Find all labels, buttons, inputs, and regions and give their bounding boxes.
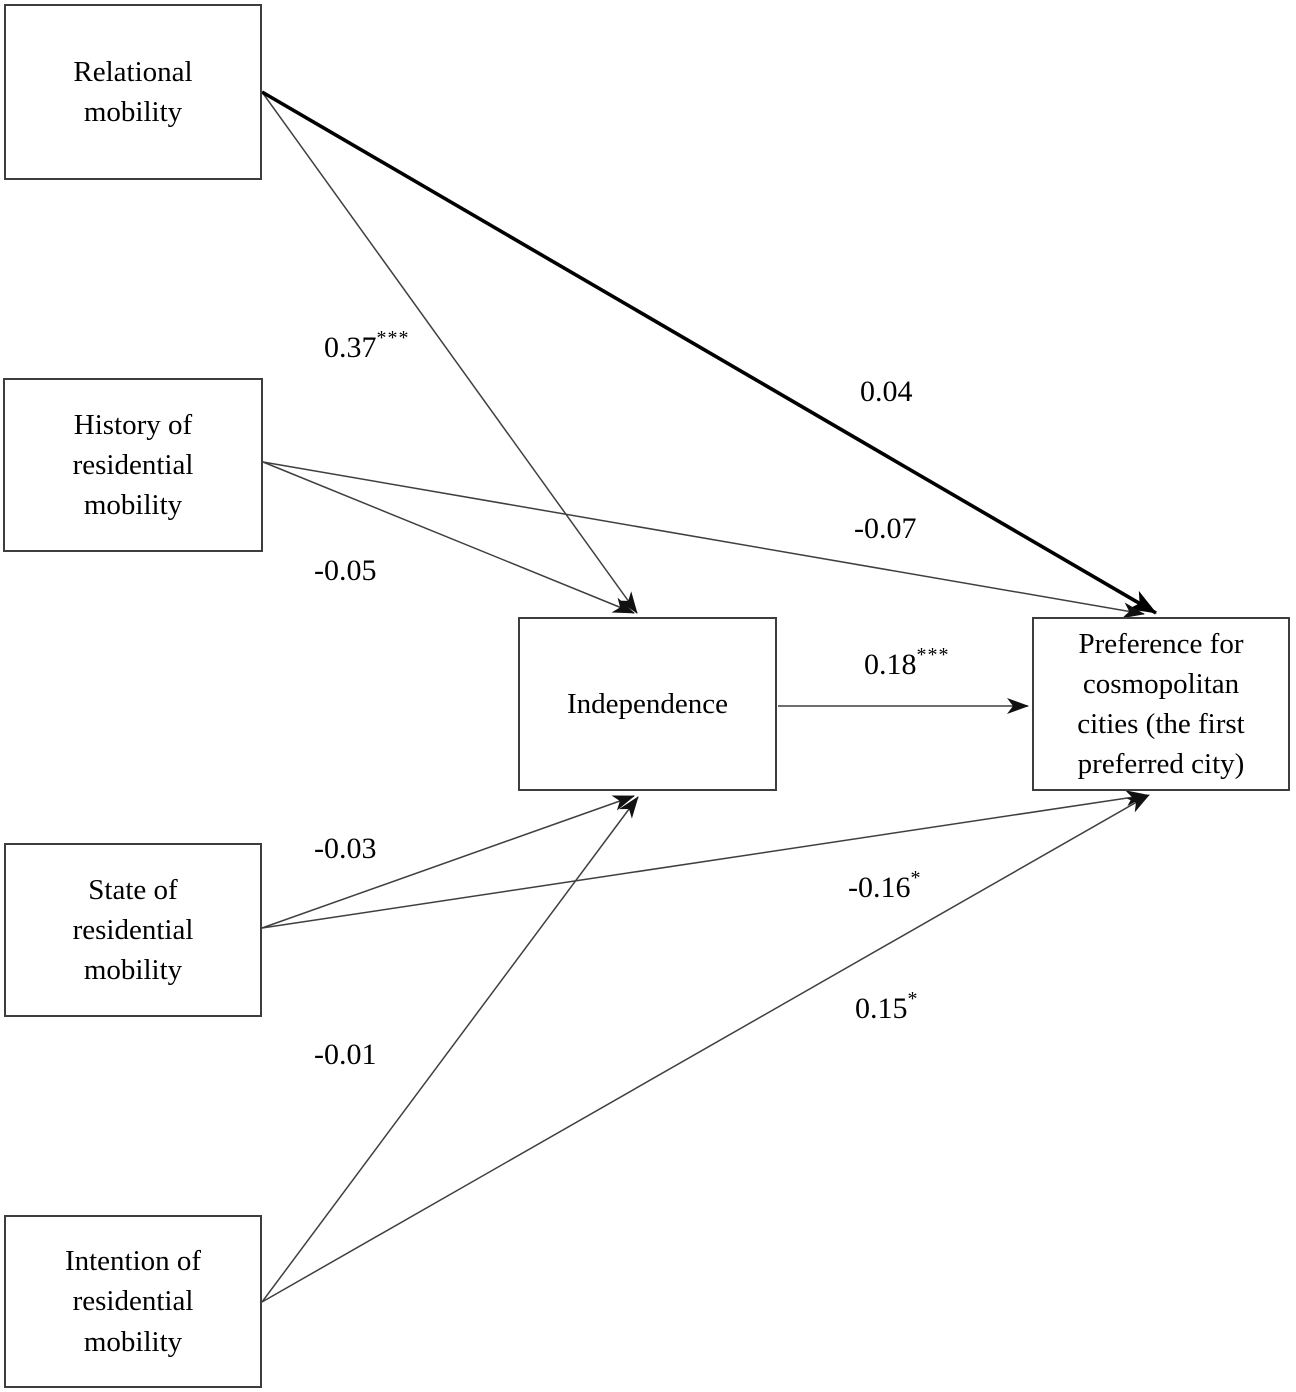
- coefficient-value: -0.07: [854, 512, 917, 545]
- coefficient-value: 0.37: [324, 331, 377, 364]
- coefficient-state-to-preference: -0.16*: [848, 868, 922, 905]
- arrow-intention-to-independence: [261, 796, 639, 1303]
- arrow-state-to-independence: [261, 795, 635, 929]
- arrow-intention-to-preference: [261, 794, 1150, 1303]
- coefficient-intention-to-independence: -0.01: [314, 1038, 377, 1072]
- significance-stars: ***: [376, 327, 410, 349]
- coefficient-value: -0.05: [314, 554, 377, 587]
- coefficient-relational-to-independence: 0.37***: [324, 328, 410, 365]
- coefficient-value: 0.18: [864, 648, 917, 681]
- box-independence-label: Independence: [566, 687, 728, 720]
- significance-stars: *: [910, 867, 922, 889]
- box-intention-of-residential-mobility: Intention of residential mobility: [4, 1215, 262, 1388]
- box-preference-cosmopolitan-cities: Preference for cosmopolitan cities (the …: [1032, 617, 1290, 791]
- coefficient-value: 0.15: [855, 992, 908, 1025]
- box-state-of-residential-mobility-label: State of residential mobility: [72, 873, 194, 986]
- arrow-history-to-preference: [262, 461, 1145, 619]
- box-history-of-residential-mobility-label: History of residential mobility: [72, 408, 194, 521]
- arrow-history-to-independence: [262, 461, 635, 614]
- coefficient-value: -0.01: [314, 1038, 377, 1071]
- significance-stars: *: [907, 988, 919, 1010]
- coefficient-independence-to-preference: 0.18***: [864, 645, 950, 682]
- box-relational-mobility-label: Relational mobility: [73, 55, 193, 128]
- box-preference-cosmopolitan-cities-label: Preference for cosmopolitan cities (the …: [1077, 627, 1245, 781]
- coefficient-value: -0.16: [848, 871, 911, 904]
- arrow-relational-to-preference: [261, 90, 1157, 615]
- coefficient-history-to-preference: -0.07: [854, 512, 917, 546]
- arrow-relational-to-independence: [261, 91, 638, 614]
- box-relational-mobility: Relational mobility: [4, 4, 262, 180]
- box-intention-of-residential-mobility-label: Intention of residential mobility: [64, 1245, 202, 1358]
- box-independence: Independence: [518, 617, 777, 791]
- coefficient-intention-to-preference: 0.15*: [855, 989, 919, 1026]
- coefficient-value: -0.03: [314, 832, 377, 865]
- significance-stars: ***: [916, 644, 950, 666]
- box-state-of-residential-mobility: State of residential mobility: [4, 843, 262, 1017]
- arrow-state-to-preference: [261, 790, 1148, 929]
- coefficient-history-to-independence: -0.05: [314, 554, 377, 588]
- coefficient-state-to-independence: -0.03: [314, 832, 377, 866]
- box-history-of-residential-mobility: History of residential mobility: [3, 378, 263, 552]
- coefficient-relational-to-preference: 0.04: [860, 375, 913, 409]
- coefficient-value: 0.04: [860, 375, 913, 408]
